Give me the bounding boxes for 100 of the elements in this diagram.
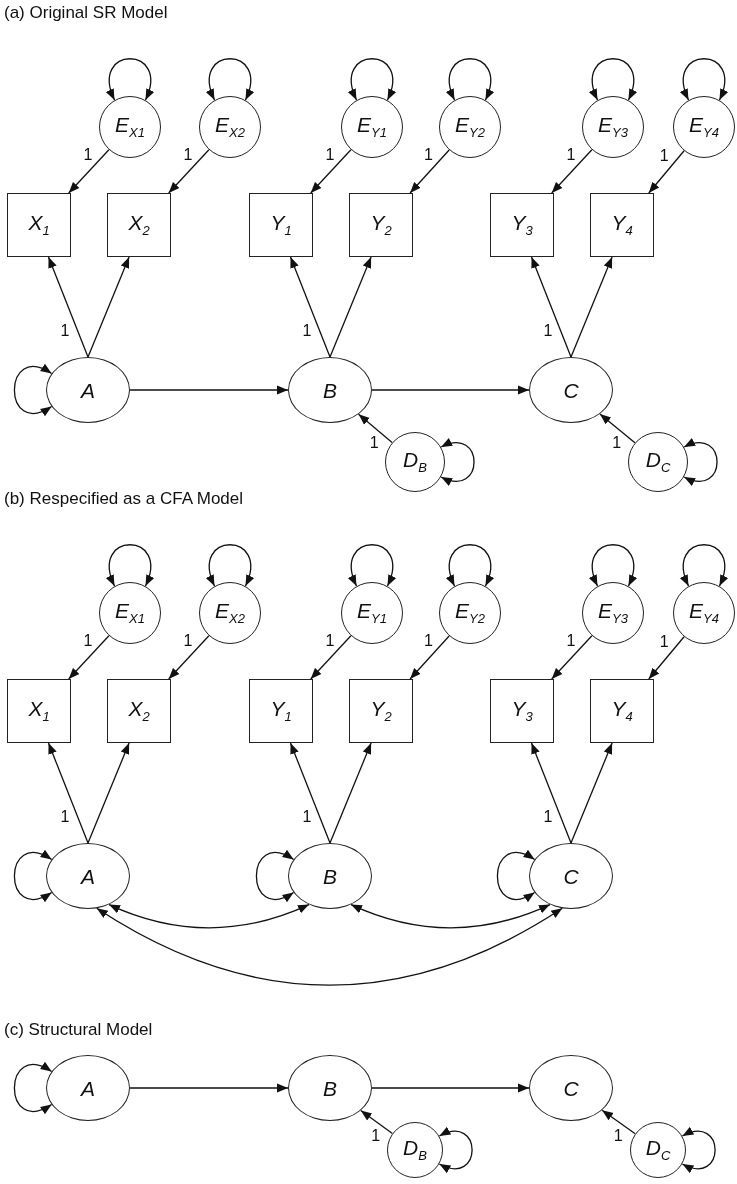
path-arrow — [47, 256, 89, 358]
variable-circle — [387, 1122, 443, 1178]
variable-label: B — [323, 379, 337, 401]
panel-title: (a) Original SR Model — [4, 3, 168, 23]
variable-box — [590, 679, 654, 743]
path-arrow — [551, 635, 593, 680]
path-coefficient: 1 — [543, 323, 553, 340]
variance-arrow — [106, 58, 154, 101]
path-coefficient: 1 — [183, 146, 193, 163]
variance-arrow — [680, 544, 728, 587]
variance-arrow — [13, 1062, 53, 1114]
path-coefficient: 1 — [371, 1128, 381, 1145]
path-arrow — [648, 150, 685, 194]
variance-arrow — [206, 58, 254, 101]
variable-box — [249, 679, 313, 743]
path-arrow — [530, 256, 572, 358]
path-coefficient: 1 — [566, 632, 576, 649]
variable-label: Y$_{4}$ — [611, 698, 633, 724]
panel-title: (c) Structural Model — [4, 1020, 153, 1040]
variable-label: A — [81, 379, 95, 401]
path-arrow — [289, 742, 331, 844]
variable-label: E$_{Y1}$ — [357, 114, 387, 140]
variable-label: X$_{1}$ — [28, 212, 50, 238]
variance-arrow — [348, 544, 396, 587]
path-arrow — [129, 385, 289, 395]
variable-label: Y$_{3}$ — [511, 212, 533, 238]
variable-label: D$_{C}$ — [645, 449, 671, 475]
variable-label: B — [323, 1077, 337, 1099]
variance-arrow — [589, 58, 637, 101]
variable-label: Y$_{1}$ — [270, 698, 292, 724]
path-arrow — [599, 413, 636, 444]
path-arrow — [68, 635, 110, 680]
path-arrow — [570, 742, 613, 844]
variable-label: C — [563, 379, 579, 401]
path-arrow — [570, 256, 613, 358]
path-arrow — [329, 256, 372, 358]
path-coefficient: 1 — [612, 435, 622, 452]
path-coefficient: 1 — [659, 147, 669, 164]
path-coefficient: 1 — [302, 323, 312, 340]
variable-box — [107, 679, 171, 743]
path-coefficient: 1 — [302, 809, 312, 826]
variable-label: D$_{C}$ — [645, 1137, 671, 1163]
path-arrow — [289, 256, 331, 358]
path-arrow — [357, 413, 393, 444]
path-coefficient: 1 — [183, 632, 193, 649]
path-arrow — [409, 149, 450, 194]
variable-label: E$_{Y3}$ — [598, 114, 628, 140]
variable-label: E$_{Y4}$ — [689, 114, 719, 140]
variable-label: C — [563, 865, 579, 887]
path-coefficient: 1 — [325, 632, 335, 649]
variable-label: E$_{X1}$ — [115, 600, 145, 626]
variance-arrow — [348, 58, 396, 101]
variance-arrow — [255, 850, 295, 902]
path-arrow — [409, 635, 450, 680]
path-arrow — [168, 635, 210, 680]
path-arrow — [310, 149, 352, 194]
variance-arrow — [206, 544, 254, 587]
covariance-arrow — [108, 903, 310, 929]
path-arrow — [47, 742, 89, 844]
path-coefficient: 1 — [424, 632, 433, 649]
variable-label: E$_{Y1}$ — [357, 600, 387, 626]
variance-arrow — [446, 544, 494, 587]
path-arrow — [310, 635, 352, 680]
variable-label: A — [81, 865, 95, 887]
variable-circle — [199, 96, 261, 158]
variable-circle — [630, 1122, 686, 1178]
variable-circle — [199, 582, 261, 644]
variable-circle — [385, 432, 445, 492]
variance-arrow — [440, 439, 475, 485]
variable-box — [349, 679, 413, 743]
variance-arrow — [106, 544, 154, 587]
variance-arrow — [438, 1127, 473, 1173]
variable-label: E$_{Y2}$ — [455, 600, 485, 626]
covariance-arrow — [96, 907, 563, 986]
path-coefficient: 1 — [613, 1128, 623, 1145]
variable-label: Y$_{1}$ — [270, 212, 292, 238]
path-coefficient: 1 — [325, 146, 335, 163]
variable-circle — [341, 582, 403, 644]
path-coefficient: 1 — [60, 809, 70, 826]
variable-label: X$_{2}$ — [128, 212, 150, 238]
variable-label: B — [323, 865, 337, 887]
variable-circle — [582, 582, 644, 644]
variable-label: E$_{Y3}$ — [598, 600, 628, 626]
path-coefficient: 1 — [566, 146, 576, 163]
variable-label: D$_{B}$ — [403, 449, 427, 475]
path-coefficient: 1 — [83, 632, 93, 649]
covariance-arrow — [350, 903, 551, 929]
variable-box — [490, 679, 554, 743]
variable-circle — [439, 96, 501, 158]
path-arrow — [360, 1109, 394, 1135]
path-arrow — [648, 636, 685, 680]
path-arrow — [601, 1109, 636, 1135]
variance-arrow — [683, 439, 718, 485]
variable-label: E$_{X2}$ — [215, 114, 245, 140]
path-arrow — [168, 149, 210, 194]
variance-arrow — [589, 544, 637, 587]
variable-box — [107, 193, 171, 257]
path-arrow — [551, 149, 593, 194]
variable-circle — [341, 96, 403, 158]
variance-arrow — [13, 364, 53, 416]
